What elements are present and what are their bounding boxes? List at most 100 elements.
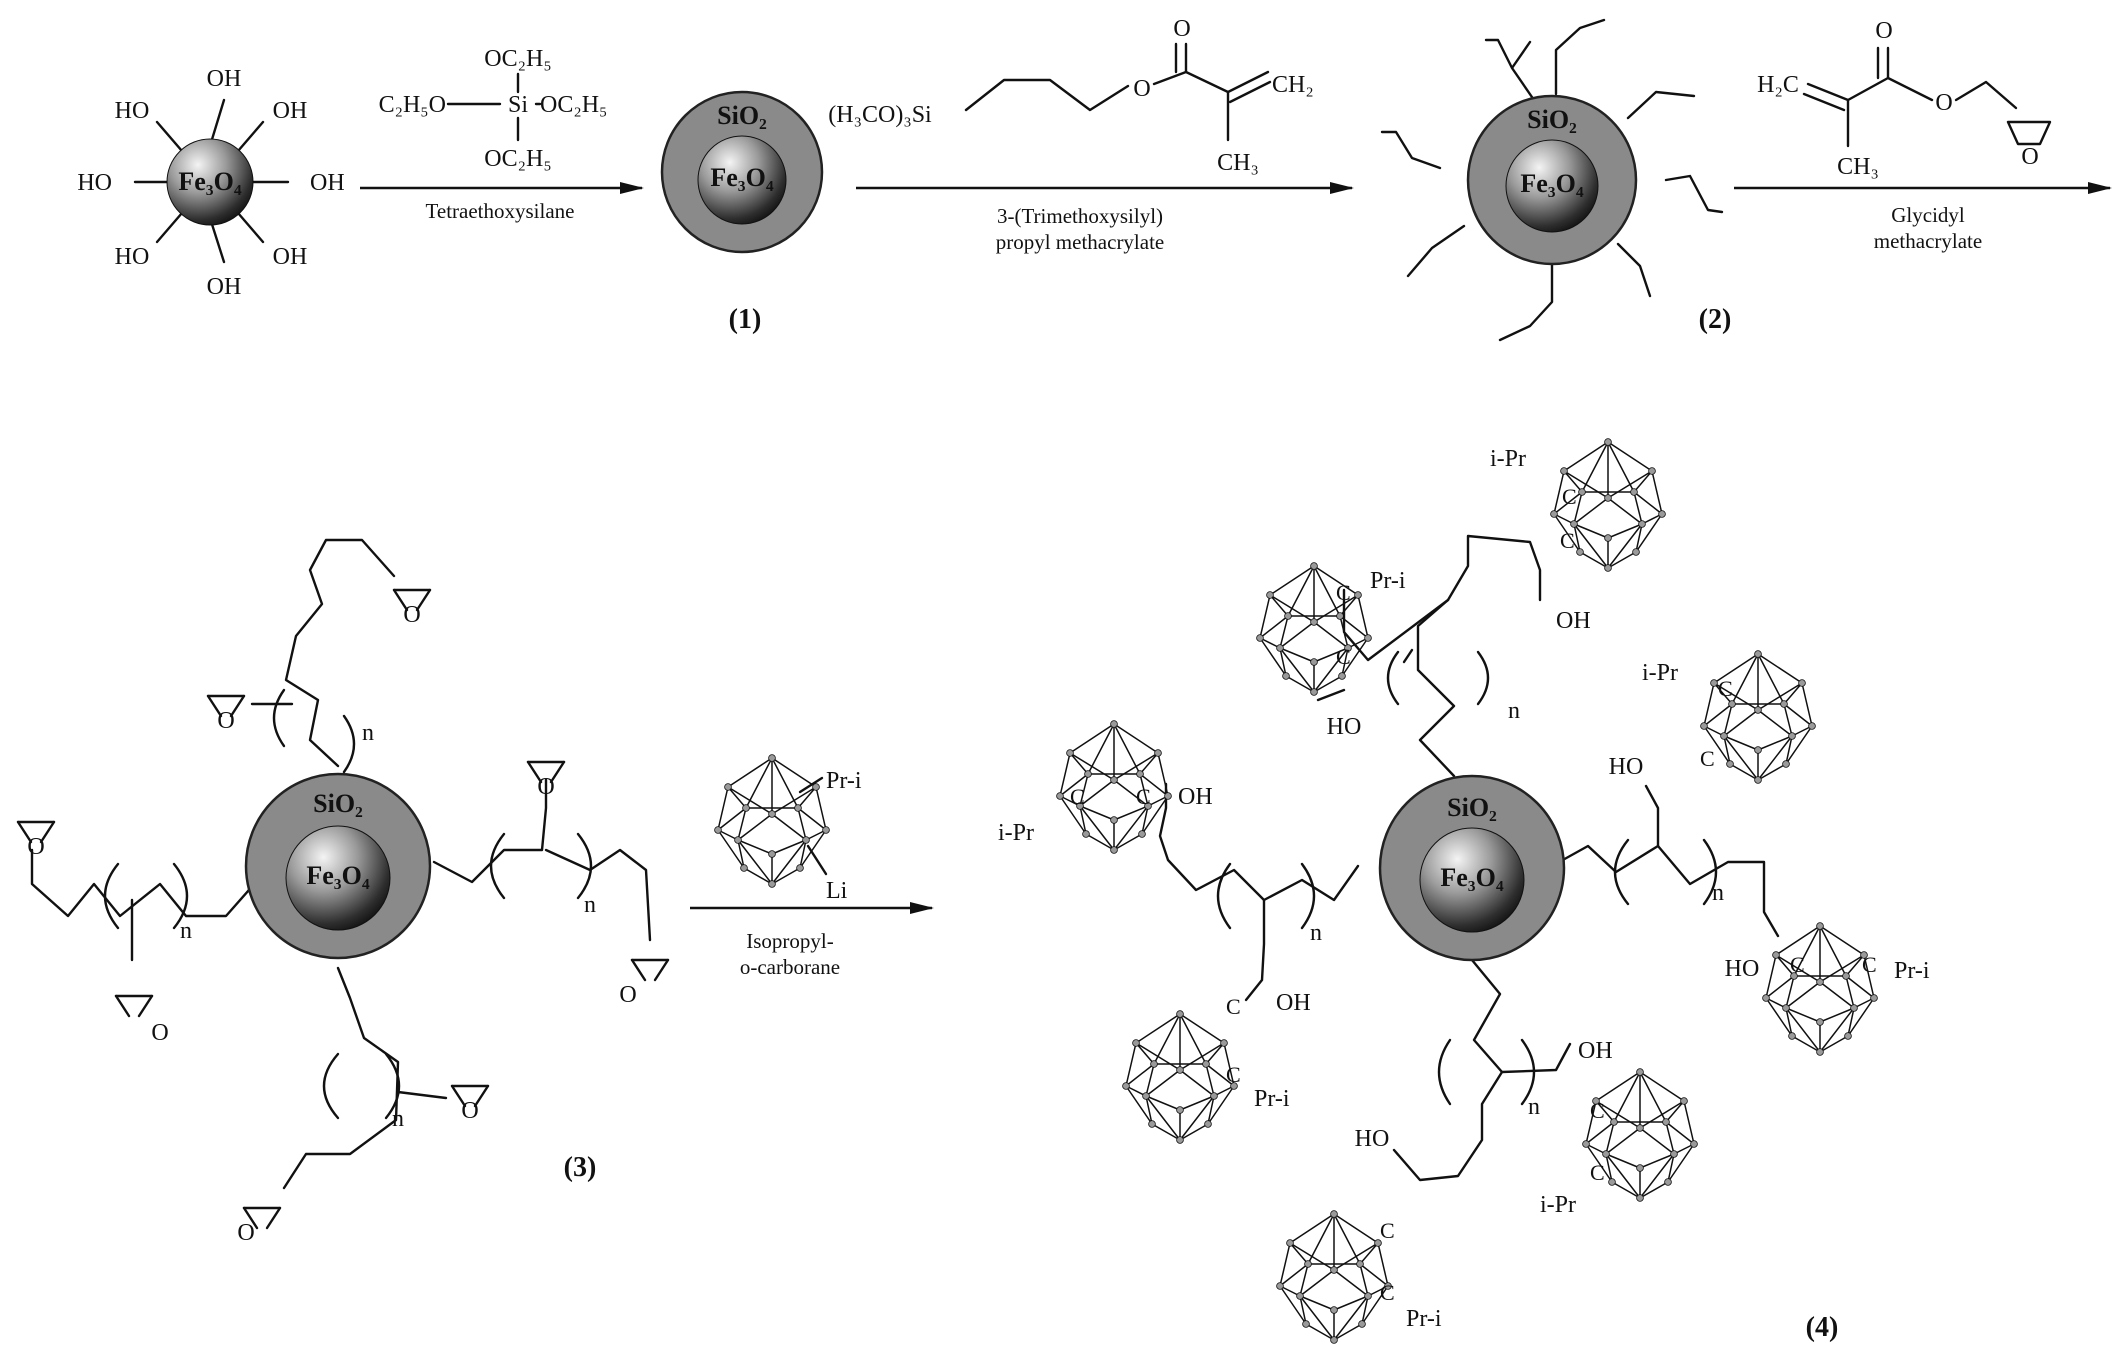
magnetite-core xyxy=(285,825,391,931)
repeat-n: n xyxy=(1528,1094,1540,1120)
isopropyl-label: Pr-i xyxy=(1894,958,1930,984)
core-label: Fe₃O₄ xyxy=(178,167,241,196)
step3-label-line1: Glycidyl xyxy=(1891,203,1965,227)
hydroxyl-label: OH xyxy=(1556,608,1591,634)
carbon-label: C xyxy=(1718,676,1733,701)
gma-structure: H₂C O CH₃ O O xyxy=(1757,18,2052,180)
core-label: Fe₃O₄ xyxy=(1520,169,1583,198)
carbon-label: C xyxy=(1700,746,1715,771)
compound-1-label: (1) xyxy=(729,304,762,335)
epoxide-oxygen: O xyxy=(537,774,554,800)
compound-3: O O O O O O O O n n n n SiO₂ Fe₃O₄ xyxy=(16,538,670,1246)
ketone-oxygen: O xyxy=(1875,18,1892,44)
compound-2: SiO₂ Fe₃O₄ xyxy=(1380,18,1724,342)
epoxide-oxygen: O xyxy=(27,834,44,860)
teos-bottom: OC₂H₅ xyxy=(484,146,551,172)
carbon-label: C xyxy=(1590,1098,1605,1123)
shell-label: SiO₂ xyxy=(1527,105,1577,134)
ester-oxygen: O xyxy=(1133,76,1150,102)
teos-si: Si xyxy=(508,92,528,118)
isopropyl-label: i-Pr xyxy=(998,820,1034,846)
magnetite-core xyxy=(1505,139,1599,233)
carbon-label: C xyxy=(1226,1062,1241,1087)
gma-h2c: H₂C xyxy=(1757,72,1799,98)
step2-label-line2: propyl methacrylate xyxy=(996,230,1165,254)
ketone-oxygen: O xyxy=(1173,16,1190,42)
epoxide-oxygen: O xyxy=(403,602,420,628)
repeat-n: n xyxy=(1712,880,1724,906)
teos-structure: OC₂H₅ C₂H₅O Si OC₂H₅ OC₂H₅ xyxy=(379,46,608,172)
repeat-n: n xyxy=(1508,698,1520,724)
carbon-label: C xyxy=(1562,484,1577,509)
magnetite-core xyxy=(697,135,787,225)
hydroxyl-label: HO xyxy=(115,244,150,270)
hydroxyl-label: OH xyxy=(207,66,242,92)
hydroxyl-label: OH xyxy=(1276,990,1311,1016)
hydroxyl-label: HO xyxy=(1355,1126,1390,1152)
isopropyl-label: i-Pr xyxy=(1490,446,1526,472)
compound-1: SiO₂ Fe₃O₄ xyxy=(660,90,824,254)
lithium-label: Li xyxy=(826,878,848,904)
hydroxyl-label: HO xyxy=(115,98,150,124)
shell-label: SiO₂ xyxy=(717,101,767,130)
core-label: Fe₃O₄ xyxy=(1440,863,1503,892)
repeat-n: n xyxy=(180,918,192,944)
epoxide-oxygen: O xyxy=(619,982,636,1008)
carbon-label: C xyxy=(1336,580,1351,605)
carbon-label: C xyxy=(1560,528,1575,553)
hydroxyl-label: OH xyxy=(310,170,345,196)
step4-label-line1: Isopropyl- xyxy=(746,929,834,953)
magnetite-core xyxy=(166,138,254,226)
hydroxyl-label: OH xyxy=(1578,1038,1613,1064)
hydroxyl-label: HO xyxy=(1327,714,1362,740)
hydroxyl-label: HO xyxy=(1725,956,1760,982)
epoxide-oxygen: O xyxy=(217,708,234,734)
repeat-n: n xyxy=(1310,920,1322,946)
hydroxyl-label: HO xyxy=(77,170,112,196)
ester-oxygen: O xyxy=(1935,90,1952,116)
core-label: Fe₃O₄ xyxy=(710,163,773,192)
carbon-label: C xyxy=(1790,952,1805,977)
compound-3-label: (3) xyxy=(564,1152,597,1183)
teos-right: OC₂H₅ xyxy=(540,92,607,118)
carbon-label: C xyxy=(1590,1160,1605,1185)
teos-top: OC₂H₅ xyxy=(484,46,551,72)
magnetite-core xyxy=(1419,827,1525,933)
carbon-label: C xyxy=(1380,1280,1395,1305)
epoxide-oxygen: O xyxy=(151,1020,168,1046)
teos-left: C₂H₅O xyxy=(379,92,446,118)
carborane-reagent: Pr-i Li xyxy=(713,753,862,904)
hydroxylated-magnetite: Fe₃O₄ OH OH OH OH OH HO HO HO xyxy=(77,66,344,300)
isopropyl-label: i-Pr xyxy=(1642,660,1678,686)
isopropyl-label: Pr-i xyxy=(1370,568,1406,594)
isopropyl-label: Pr-i xyxy=(826,768,862,794)
hydroxyl-label: OH xyxy=(273,98,308,124)
core-label: Fe₃O₄ xyxy=(306,861,369,890)
gma-ch3: CH₃ xyxy=(1837,154,1879,180)
compound-4: C C C C C C C C C C C C C C C C i-Pr Pr-… xyxy=(998,437,1930,1345)
hydroxyl-label: HO xyxy=(1609,754,1644,780)
step3-label-line2: methacrylate xyxy=(1874,229,1982,253)
isopropyl-label: Pr-i xyxy=(1254,1086,1290,1112)
step1-label: Tetraethoxysilane xyxy=(426,199,575,223)
isopropyl-label: i-Pr xyxy=(1540,1192,1576,1218)
epoxide-oxygen: O xyxy=(461,1098,478,1124)
epoxide-oxygen: O xyxy=(2021,144,2038,170)
hydroxyl-label: OH xyxy=(207,274,242,300)
shell-label: SiO₂ xyxy=(1447,793,1497,822)
ch2-label: CH₂ xyxy=(1272,72,1314,98)
epoxide-oxygen: O xyxy=(237,1220,254,1246)
carbon-label: C xyxy=(1380,1218,1395,1243)
carbon-label: C xyxy=(1136,784,1151,809)
carbon-label: C xyxy=(1070,784,1085,809)
isopropyl-label: Pr-i xyxy=(1406,1306,1442,1332)
hydroxyl-label: OH xyxy=(273,244,308,270)
compound-4-label: (4) xyxy=(1806,1312,1839,1343)
tmspma-si: (H₃CO)₃Si xyxy=(828,102,932,128)
carbon-label: C xyxy=(1862,952,1877,977)
repeat-n: n xyxy=(362,720,374,746)
hydroxyl-label: OH xyxy=(1178,784,1213,810)
repeat-n: n xyxy=(392,1106,404,1132)
ch3-label: CH₃ xyxy=(1217,150,1259,176)
